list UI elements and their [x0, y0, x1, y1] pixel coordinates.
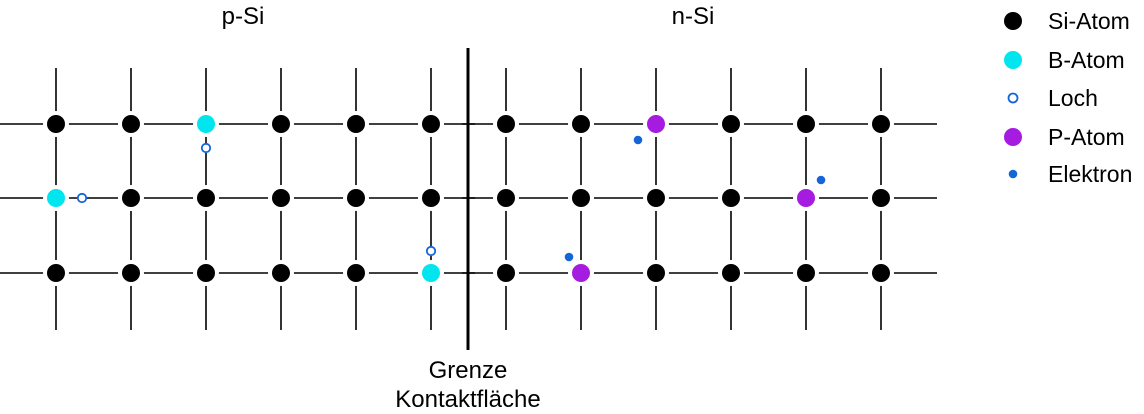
- si-atom: [347, 115, 365, 133]
- si-atom: [197, 189, 215, 207]
- hole: [76, 192, 88, 204]
- b-atom: [47, 189, 65, 207]
- legend-item: Elektron: [1008, 161, 1132, 187]
- si-atom: [47, 264, 65, 282]
- si-atom: [272, 189, 290, 207]
- legend-symbol: [1007, 92, 1019, 104]
- si-atom: [722, 264, 740, 282]
- p-region-label: p-Si: [222, 3, 265, 30]
- si-atom: [797, 264, 815, 282]
- si-atom: [572, 115, 590, 133]
- si-atom: [272, 264, 290, 282]
- b-atom: [197, 115, 215, 133]
- si-atom: [122, 264, 140, 282]
- legend-symbol: [1004, 12, 1022, 30]
- si-atom: [347, 189, 365, 207]
- p-atom: [572, 264, 590, 282]
- si-atom: [122, 189, 140, 207]
- legend-label: B-Atom: [1048, 47, 1125, 73]
- boundary-label: Grenze: [429, 357, 508, 384]
- lattice-atoms: [43, 111, 894, 286]
- si-atom: [872, 264, 890, 282]
- si-atom: [497, 115, 515, 133]
- si-atom: [347, 264, 365, 282]
- contact-surface-label: Kontaktfläche: [395, 386, 540, 413]
- si-atom: [647, 264, 665, 282]
- si-atom: [47, 115, 65, 133]
- si-atom: [272, 115, 290, 133]
- si-atom: [647, 189, 665, 207]
- legend-item: P-Atom: [1004, 124, 1125, 150]
- si-atom: [197, 264, 215, 282]
- si-atom: [422, 189, 440, 207]
- si-atom: [722, 189, 740, 207]
- si-atom: [872, 189, 890, 207]
- legend-symbol: [1004, 51, 1022, 69]
- si-atom: [497, 264, 515, 282]
- legend-label: P-Atom: [1048, 124, 1125, 150]
- p-atom: [647, 115, 665, 133]
- legend-item: Si-Atom: [1004, 8, 1130, 34]
- legend-label: Elektron: [1048, 161, 1132, 187]
- p-atom: [797, 189, 815, 207]
- electron: [564, 252, 574, 262]
- legend-item: Loch: [1007, 85, 1098, 111]
- hole: [200, 142, 212, 154]
- charge-carriers: [76, 135, 826, 262]
- legend-label: Si-Atom: [1048, 8, 1130, 34]
- electron: [816, 175, 826, 185]
- hole: [425, 245, 437, 257]
- si-atom: [572, 189, 590, 207]
- si-atom: [122, 115, 140, 133]
- si-atom: [797, 115, 815, 133]
- si-atom: [722, 115, 740, 133]
- legend-symbol: [1004, 128, 1022, 146]
- legend-symbol: [1008, 169, 1018, 179]
- b-atom: [422, 264, 440, 282]
- legend-label: Loch: [1048, 85, 1098, 111]
- si-atom: [497, 189, 515, 207]
- legend-item: B-Atom: [1004, 47, 1125, 73]
- si-atom: [422, 115, 440, 133]
- n-region-label: n-Si: [672, 3, 715, 30]
- si-atom: [872, 115, 890, 133]
- electron: [633, 135, 643, 145]
